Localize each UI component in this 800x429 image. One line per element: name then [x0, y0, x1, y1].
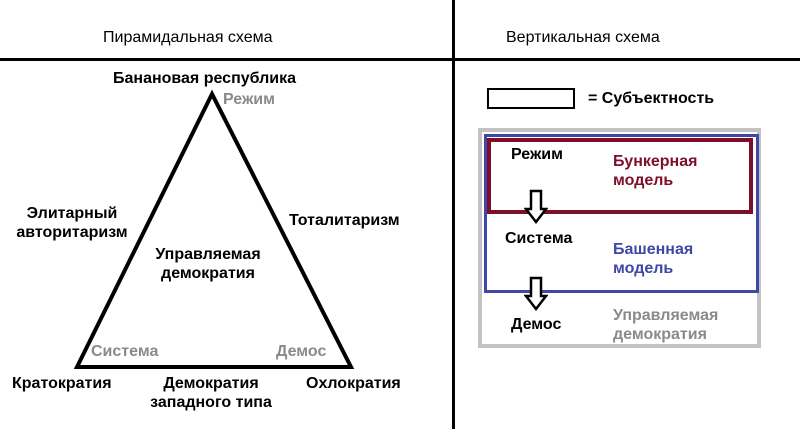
tower-model-label: Башенная модель	[613, 240, 693, 278]
horizontal-divider	[0, 58, 800, 61]
bottom-left-inner: Система	[91, 343, 159, 360]
left-side-line2: авторитаризм	[16, 224, 128, 241]
center-line1: Управляемая	[155, 246, 261, 263]
bottom-center-line1: Демократия	[163, 375, 259, 392]
center-line2: демократия	[161, 265, 255, 282]
tower-model-line2: модель	[613, 260, 674, 277]
tower-model-line1: Башенная	[613, 241, 694, 258]
managed-democracy-box	[478, 128, 761, 348]
bottom-right-inner: Демос	[276, 343, 327, 360]
pyramid-header: Пирамидальная схема	[103, 29, 273, 46]
arrow-down-icon	[524, 276, 548, 312]
managed-line1: Управляемая	[613, 307, 719, 324]
bunker-model-line1: Бункерная	[613, 153, 698, 170]
bunker-model-label: Бункерная модель	[613, 152, 697, 190]
pyramid-triangle	[73, 89, 355, 369]
arrow-down-icon	[524, 189, 548, 225]
level-name-system: Система	[505, 230, 573, 247]
vertical-divider	[452, 0, 455, 429]
managed-line2: демократия	[613, 326, 707, 343]
legend-label: = Субъектность	[588, 90, 715, 107]
bunker-model-line2: модель	[613, 172, 674, 189]
vertical-header: Вертикальная схема	[506, 29, 660, 46]
left-side-label: Элитарный авторитаризм	[12, 204, 132, 242]
legend-box	[487, 88, 575, 109]
level-name-demos: Демос	[511, 316, 562, 333]
managed-democracy-label: Управляемая демократия	[613, 306, 718, 344]
bottom-center-line2: западного типа	[150, 394, 272, 411]
level-name-regime: Режим	[511, 146, 563, 163]
center-label: Управляемая демократия	[143, 245, 273, 283]
top-vertex-sub: Режим	[223, 91, 275, 108]
right-side-label: Тоталитаризм	[289, 212, 400, 229]
left-side-line1: Элитарный	[26, 205, 118, 222]
bunker-model-box	[487, 138, 753, 214]
tower-model-box	[484, 134, 759, 293]
top-vertex-title: Банановая республика	[113, 70, 297, 87]
bottom-left-label: Кратократия	[12, 375, 112, 392]
bottom-right-label: Охлократия	[306, 375, 401, 392]
bottom-center-label: Демократия западного типа	[136, 374, 286, 412]
